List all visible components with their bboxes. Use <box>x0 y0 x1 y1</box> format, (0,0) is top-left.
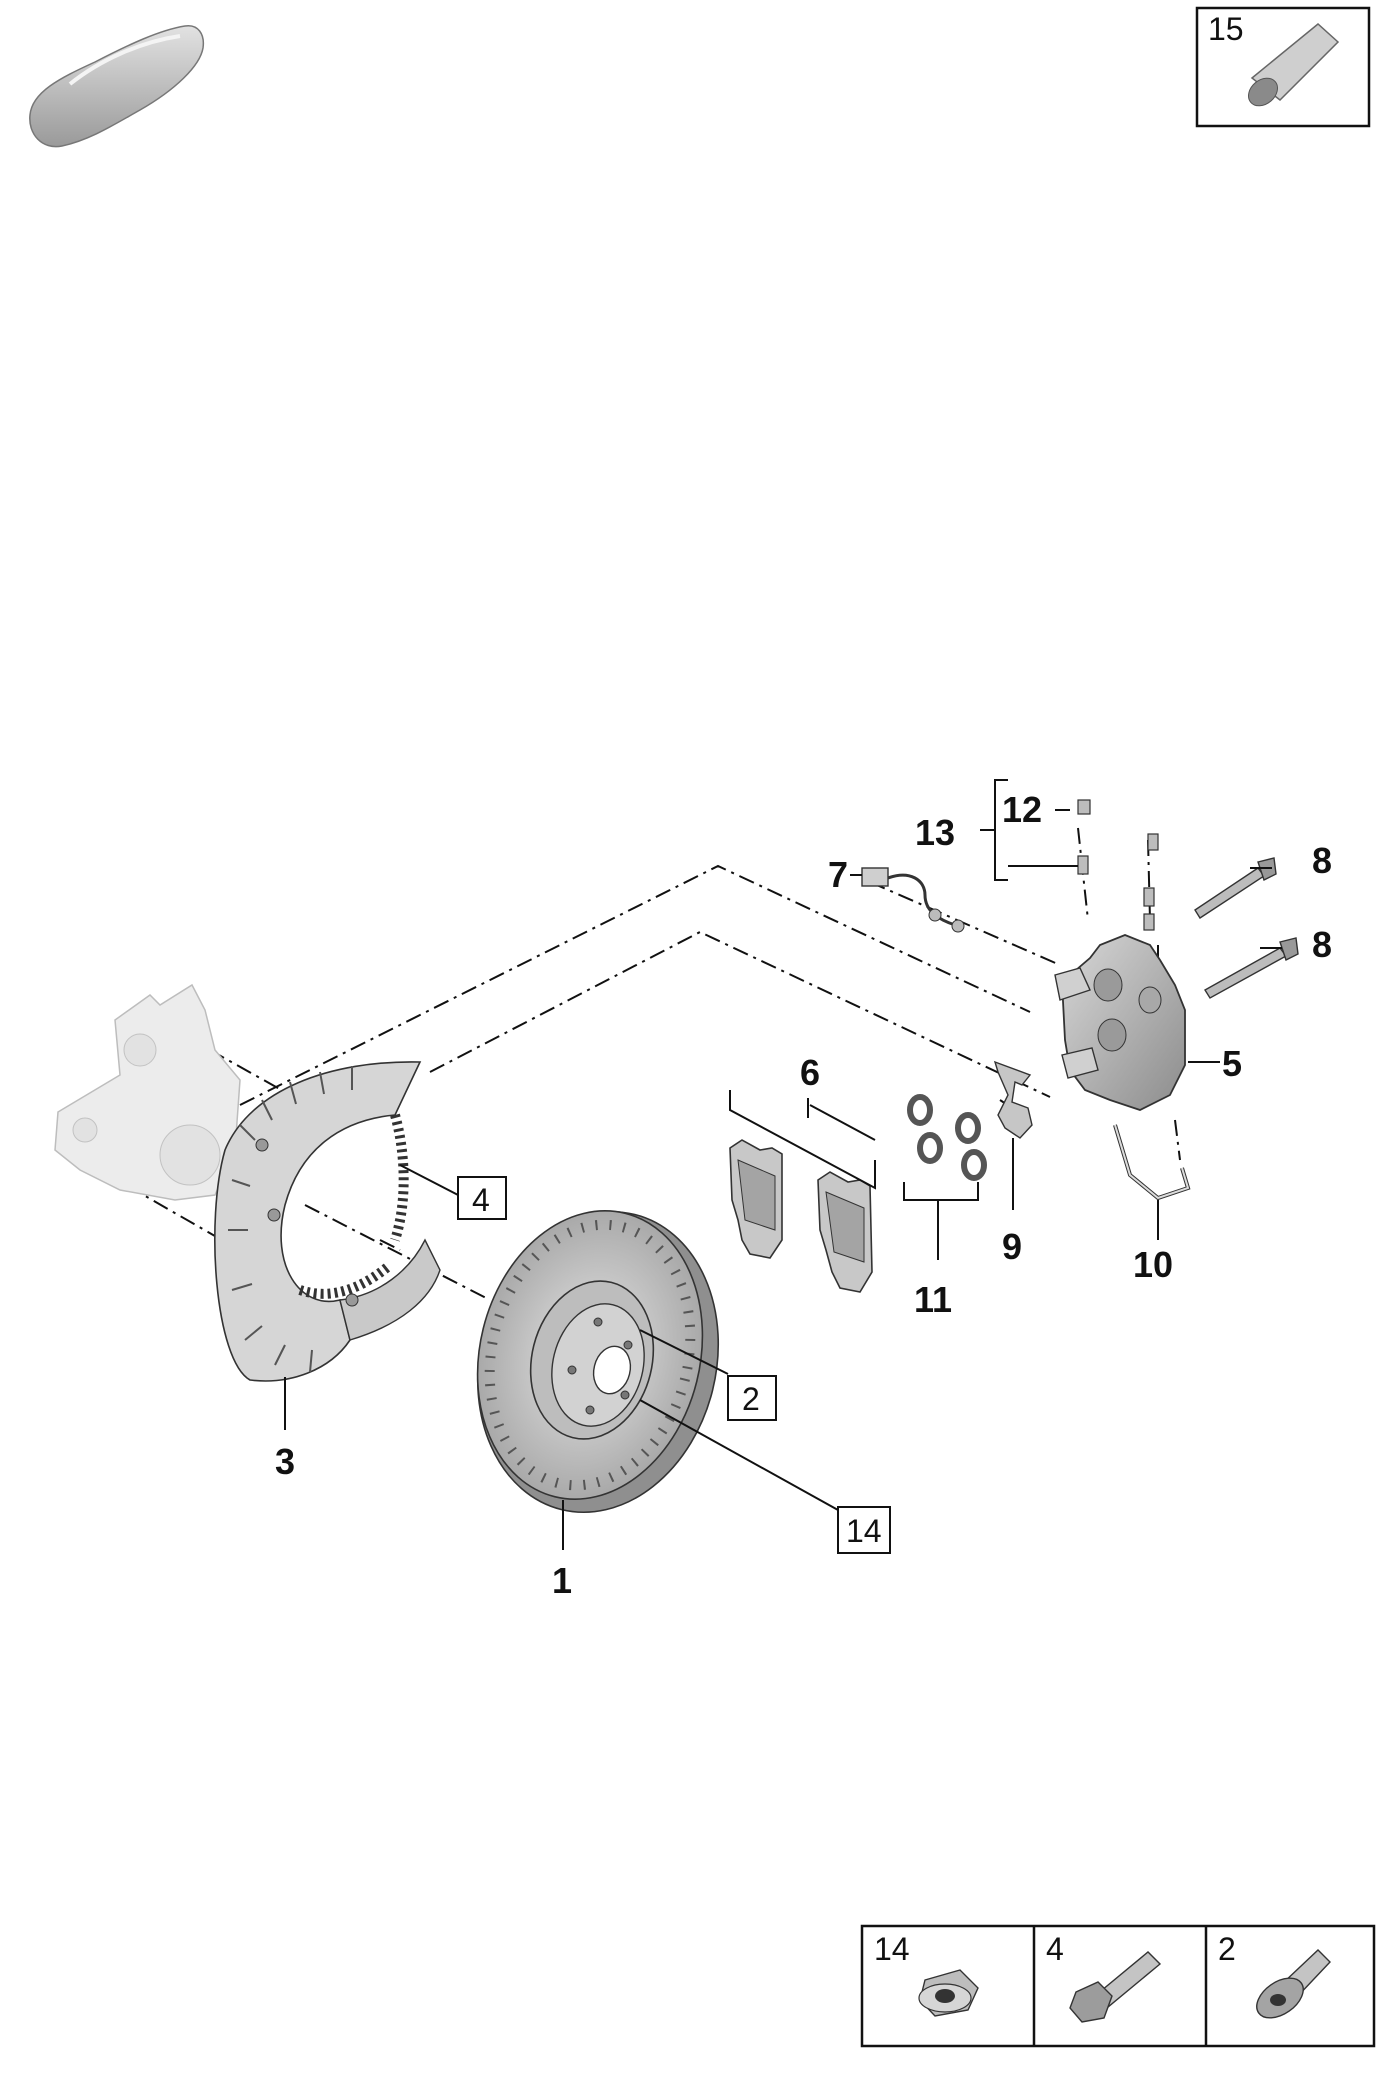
bleed-screws <box>1077 799 1159 931</box>
seal-rings <box>907 1094 987 1181</box>
callout-11: 11 <box>914 1279 952 1320</box>
brake-disc <box>476 1210 720 1514</box>
legend-label-14: 14 <box>874 1931 910 1967</box>
legend-label-4: 4 <box>1046 1931 1064 1967</box>
callout-5: 5 <box>1222 1043 1242 1084</box>
callout-7: 7 <box>828 854 848 895</box>
wheel-carrier <box>54 983 241 1201</box>
callout-6: 6 <box>800 1052 820 1093</box>
brake-line <box>1113 1124 1191 1201</box>
brake-shield <box>214 1061 441 1382</box>
callout-10: 10 <box>1133 1244 1173 1285</box>
wear-sensor <box>861 867 965 933</box>
callout-labels: 1 3 5 6 7 8 8 9 10 11 12 13 <box>275 789 1332 1601</box>
callout-12: 12 <box>1002 789 1042 830</box>
callout-8-upper: 8 <box>1312 840 1332 881</box>
callout-13: 13 <box>915 812 955 853</box>
callout-8-lower: 8 <box>1312 924 1332 965</box>
boxed-references: 4 2 14 <box>457 1176 891 1554</box>
legend-label-2: 2 <box>1218 1931 1236 1967</box>
brake-pads <box>729 1139 873 1293</box>
callout-9: 9 <box>1002 1226 1022 1267</box>
corner-box-label: 15 <box>1208 11 1244 47</box>
leader-lines <box>284 779 1282 1550</box>
pad-retainer-spring <box>993 1060 1033 1139</box>
boxed-ref-4: 4 <box>472 1182 490 1218</box>
grease-tube-icon <box>1248 23 1340 107</box>
grease-tube-box: 15 <box>1195 6 1371 128</box>
boxed-ref-14: 14 <box>846 1513 882 1549</box>
callout-3: 3 <box>275 1441 295 1482</box>
callout-1: 1 <box>552 1560 572 1601</box>
boxed-ref-2: 2 <box>742 1381 760 1417</box>
fastener-legend: 14 4 2 <box>860 1924 1376 2048</box>
brake-caliper <box>1054 934 1186 1111</box>
flange-nut-icon <box>918 1969 979 2017</box>
hex-bolt-icon <box>1069 1951 1162 2023</box>
caliper-bolts <box>1194 857 1299 999</box>
countersunk-screw-icon <box>1256 1949 1331 2019</box>
car-model-icon <box>29 25 205 148</box>
